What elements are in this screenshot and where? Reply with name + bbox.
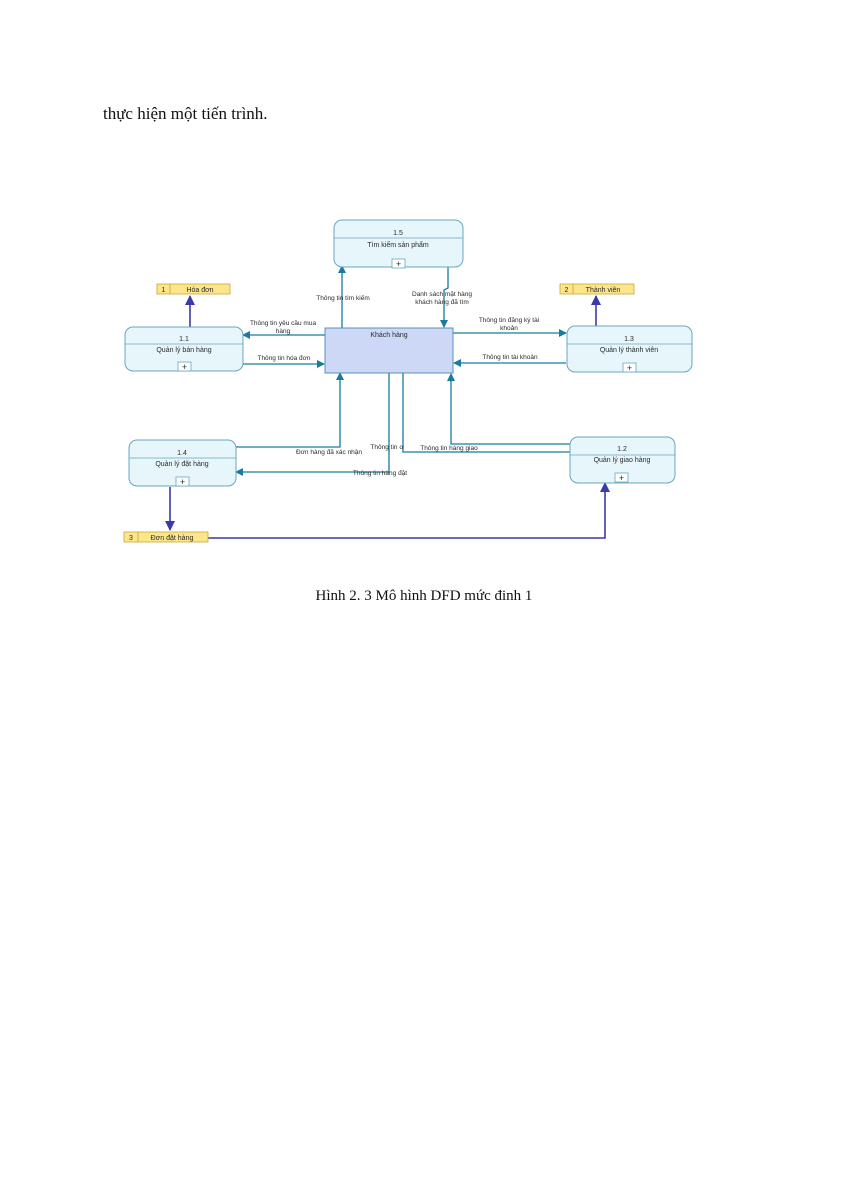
flow-delivery-info — [447, 373, 570, 445]
dfd-diagram: Khách hàng 1.5 Tìm kiếm sản phẩm + 1.1 Q… — [123, 219, 693, 543]
process-label: Quản lý thành viên — [600, 347, 658, 354]
expand-glyph: + — [627, 363, 632, 373]
store-member: 2 Thành viên — [559, 283, 635, 295]
entity-label: Khách hàng — [370, 332, 407, 339]
flow-order-confirmed — [235, 372, 344, 448]
process-label: Quản lý giao hàng — [594, 457, 651, 464]
expand-icon[interactable] — [622, 362, 637, 373]
expand-icon[interactable] — [614, 472, 629, 483]
process-id: 1.2 — [617, 446, 627, 453]
label-invoice-info: Thông tin hóa đơn — [257, 355, 310, 362]
store-id: 1 — [162, 287, 166, 294]
store-id: 3 — [129, 535, 133, 542]
label-search-info: Thông tin tìm kiếm — [316, 293, 369, 302]
label-register-1: Thông tin đăng ký tài — [479, 317, 539, 324]
figure-caption: Hình 2. 3 Mô hình DFD mức đinh 1 — [315, 588, 533, 604]
store-id: 2 — [565, 287, 569, 294]
label-purchase-req-2: hàng — [276, 328, 291, 335]
store-label: Đơn đặt hàng — [151, 535, 194, 542]
flow-order-info — [235, 373, 390, 476]
expand-glyph: + — [396, 259, 401, 269]
process-label: Quản lý đặt hàng — [155, 461, 208, 468]
label-order-info: Thông tin hàng đặt — [353, 470, 407, 477]
flow-labels: Thông tin tìm kiếm Danh sách mặt hàng kh… — [250, 291, 539, 477]
expand-icon[interactable] — [177, 361, 192, 372]
label-found-list-2: khách hàng đã tìm — [415, 299, 468, 306]
store-flow-lines — [165, 295, 610, 539]
label-info-short: Thông tin ơ — [370, 444, 404, 451]
label-delivery-info: Thông tin hàng giao — [420, 445, 478, 452]
process-1-4: 1.4 Quản lý đặt hàng + — [128, 439, 237, 487]
expand-glyph: + — [182, 362, 187, 372]
flow-short-info — [402, 373, 570, 453]
process-label: Quản lý bán hàng — [156, 347, 211, 354]
label-order-confirmed: Đơn hàng đã xác nhận — [296, 449, 362, 456]
flow-lines — [235, 265, 570, 476]
process-1-5: 1.5 Tìm kiếm sản phẩm + — [333, 219, 464, 269]
process-id: 1.4 — [177, 450, 187, 457]
process-id: 1.3 — [624, 336, 634, 343]
store-invoice: 1 Hóa đơn — [156, 283, 231, 295]
intro-paragraph: thực hiện một tiến trình. — [103, 104, 268, 123]
label-found-list-1: Danh sách mặt hàng — [412, 291, 472, 298]
flow-found-list — [440, 266, 449, 328]
process-id: 1.5 — [393, 230, 403, 237]
store-label: Hóa đơn — [186, 287, 213, 294]
process-1-1: 1.1 Quản lý bán hàng + — [124, 326, 244, 372]
process-1-3: 1.3 Quản lý thành viên + — [566, 325, 693, 373]
expand-icon[interactable] — [391, 258, 406, 269]
store-order: 3 Đơn đặt hàng — [123, 531, 209, 543]
expand-glyph: + — [180, 477, 185, 487]
label-purchase-req-1: Thông tin yêu cầu mua — [250, 318, 317, 327]
entity-customer: Khách hàng — [324, 327, 454, 374]
label-register-2: khoản — [500, 325, 518, 332]
store-label: Thành viên — [586, 287, 621, 294]
process-label: Tìm kiếm sản phẩm — [367, 240, 429, 249]
label-account-info: Thông tin tài khoản — [482, 354, 538, 361]
expand-icon[interactable] — [175, 476, 190, 487]
flow-store-order-to-delivery — [208, 482, 610, 539]
expand-glyph: + — [619, 473, 624, 483]
process-id: 1.1 — [179, 336, 189, 343]
process-1-2: 1.2 Quản lý giao hàng + — [569, 436, 676, 484]
